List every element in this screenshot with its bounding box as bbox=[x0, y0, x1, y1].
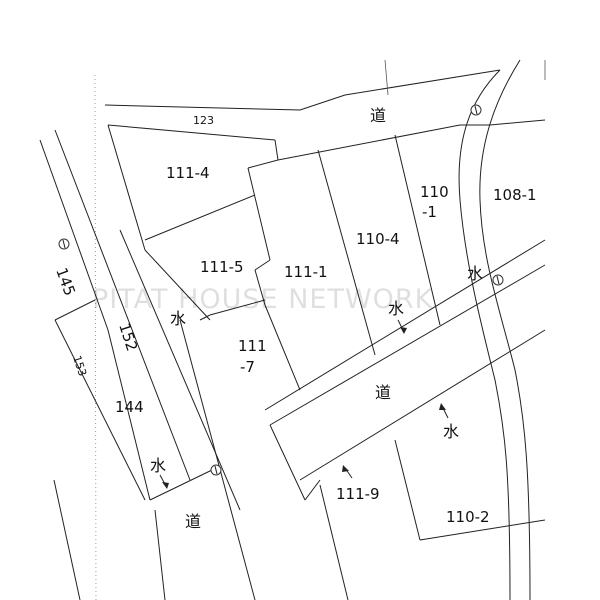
center-parcel-lines bbox=[107, 124, 441, 391]
dotted-boundary bbox=[94, 74, 97, 600]
parcel-label-123: 123 bbox=[193, 114, 214, 127]
parcel-label-111-7-top: 111 bbox=[238, 337, 267, 355]
diagonal-road-band bbox=[119, 229, 546, 600]
left-parcel-lines bbox=[39, 129, 213, 600]
parcel-label-110-2: 110-2 bbox=[446, 508, 490, 526]
parcel-label-110-1-top: 110 bbox=[420, 183, 449, 201]
arrow-lines bbox=[159, 319, 449, 489]
parcel-label-111-1: 111-1 bbox=[284, 263, 328, 281]
water-label-lower-left: 水 bbox=[150, 456, 166, 475]
parcel-label-145: 145 bbox=[52, 265, 79, 298]
parcel-label-111-4: 111-4 bbox=[166, 164, 210, 182]
watermark: PITAT HOUSE NETWORK bbox=[92, 284, 434, 315]
parcel-label-111-5: 111-5 bbox=[200, 258, 244, 276]
right-water-channel bbox=[384, 59, 546, 600]
water-label-right: 水 bbox=[467, 264, 483, 283]
road-label-center: 道 bbox=[375, 383, 391, 402]
parcel-label-111-7-bottom: -7 bbox=[240, 358, 255, 376]
parcel-label-144: 144 bbox=[115, 398, 144, 416]
parcel-label-110-4: 110-4 bbox=[356, 230, 400, 248]
water-label-center: 水 bbox=[388, 299, 404, 318]
boundary-markers bbox=[58, 104, 504, 476]
road-label-bottom: 道 bbox=[185, 512, 201, 531]
road-label-top: 道 bbox=[370, 106, 386, 125]
parcel-label-153: 153 bbox=[70, 354, 89, 378]
road-123-lines bbox=[104, 69, 546, 161]
parcel-label-108-1: 108-1 bbox=[493, 186, 537, 204]
water-label-lower-right: 水 bbox=[443, 422, 459, 441]
parcel-label-111-9: 111-9 bbox=[336, 485, 380, 503]
parcel-label-152: 152 bbox=[115, 321, 141, 354]
parcel-label-110-1-bottom: -1 bbox=[422, 203, 437, 221]
water-label-left: 水 bbox=[170, 309, 186, 328]
